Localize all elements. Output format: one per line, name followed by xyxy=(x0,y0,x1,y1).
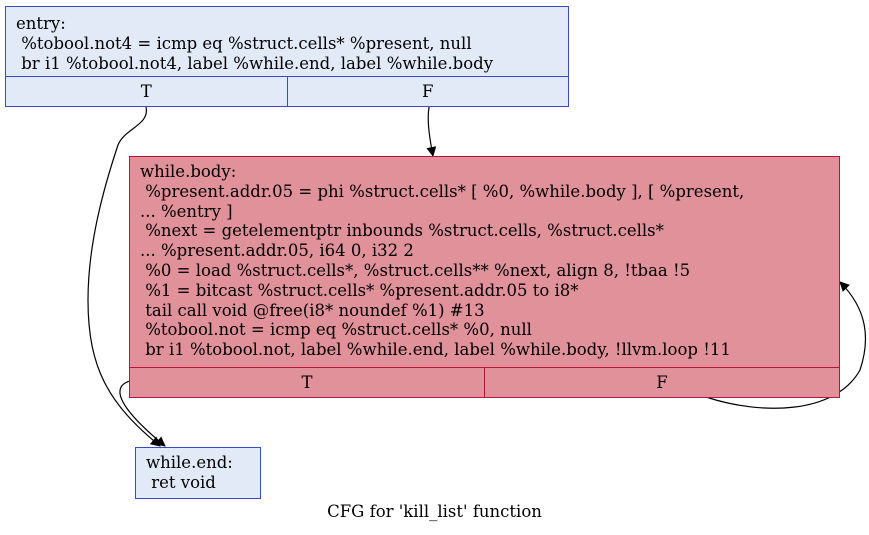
while-body-line-gep: %next = getelementptr inbounds %struct.c… xyxy=(140,221,664,241)
while-body-line-gep-cont: ... %present.addr.05, i64 0, i32 2 xyxy=(140,241,414,261)
while-body-port-false: F xyxy=(484,368,839,397)
node-while-body: while.body: %present.addr.05 = phi %stru… xyxy=(129,156,840,398)
graph-caption: CFG for 'kill_list' function xyxy=(327,502,542,521)
while-body-line-call: tail call void @free(i8* noundef %1) #13 xyxy=(140,300,485,320)
edge-while-body-false-loop xyxy=(705,281,867,409)
while-body-line-bitcast: %1 = bitcast %struct.cells* %present.add… xyxy=(140,280,579,300)
node-entry: entry: %tobool.not4 = icmp eq %struct.ce… xyxy=(5,6,569,107)
edge-entry-true-to-while-end xyxy=(87,106,161,447)
entry-line-icmp: %tobool.not4 = icmp eq %struct.cells* %p… xyxy=(16,33,472,53)
while-body-line-load: %0 = load %struct.cells*, %struct.cells*… xyxy=(140,260,691,280)
entry-line-label: entry: xyxy=(16,14,66,33)
node-while-body-body: while.body: %present.addr.05 = phi %stru… xyxy=(130,157,839,360)
node-entry-body: entry: %tobool.not4 = icmp eq %struct.ce… xyxy=(6,7,568,73)
while-body-line-br: br i1 %tobool.not, label %while.end, lab… xyxy=(140,340,731,360)
while-body-ports: T F xyxy=(130,367,839,397)
while-body-line-phi: %present.addr.05 = phi %struct.cells* [ … xyxy=(140,181,745,201)
entry-line-br: br i1 %tobool.not4, label %while.end, la… xyxy=(16,53,494,73)
while-end-line-label: while.end: xyxy=(146,453,233,472)
edge-while-body-true-to-while-end xyxy=(119,380,166,447)
edge-entry-false-to-while-body xyxy=(426,106,437,157)
entry-port-false: F xyxy=(286,77,569,106)
while-body-line-phi-cont: ... %entry ] xyxy=(140,201,233,221)
entry-port-true: T xyxy=(140,82,152,101)
node-while-end: while.end: ret void xyxy=(135,447,261,499)
while-body-port-true: T xyxy=(301,373,313,392)
while-body-line-label: while.body: xyxy=(140,162,237,181)
while-end-line-ret: ret void xyxy=(146,472,216,492)
node-while-end-body: while.end: ret void xyxy=(136,448,260,493)
entry-ports: T F xyxy=(6,76,568,106)
while-body-line-icmp: %tobool.not = icmp eq %struct.cells* %0,… xyxy=(140,320,532,340)
